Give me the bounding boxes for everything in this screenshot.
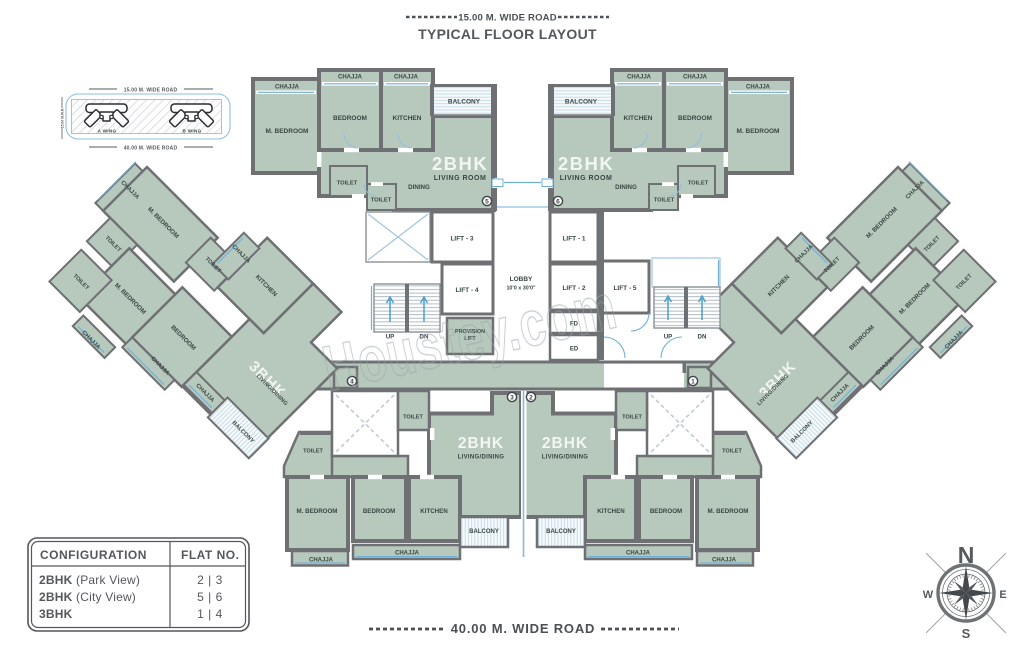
svg-text:CHAJJA: CHAJJA [746, 85, 771, 91]
svg-text:S: S [962, 626, 971, 641]
svg-text:CONFIGURATION: CONFIGURATION [40, 548, 147, 562]
svg-text:LIFT - 1: LIFT - 1 [562, 236, 585, 243]
svg-text:TOILET: TOILET [688, 181, 709, 187]
svg-text:KITCHEN: KITCHEN [393, 115, 422, 122]
svg-text:B WING: B WING [183, 129, 202, 134]
svg-text:TOILET: TOILET [654, 198, 675, 204]
svg-text:M. BEDROOM: M. BEDROOM [297, 508, 338, 515]
svg-text:DN: DN [698, 334, 707, 341]
svg-text:TOILET: TOILET [337, 181, 358, 187]
svg-text:LIFT - 5: LIFT - 5 [613, 285, 636, 292]
svg-text:CHAJJA: CHAJJA [683, 75, 708, 81]
svg-text:CHAJJA: CHAJJA [275, 85, 300, 91]
svg-text:BALCONY: BALCONY [565, 99, 598, 106]
svg-text:TOILET: TOILET [722, 449, 742, 455]
svg-text:CHAJJA: CHAJJA [712, 558, 737, 564]
svg-text:BEDROOM: BEDROOM [678, 115, 712, 122]
svg-text:3: 3 [510, 394, 514, 401]
svg-text:M. BEDROOM: M. BEDROOM [266, 128, 309, 135]
svg-text:M. BEDROOM: M. BEDROOM [737, 128, 780, 135]
svg-text:3BHK: 3BHK [39, 607, 73, 621]
svg-text:40.00 M. WIDE ROAD: 40.00 M. WIDE ROAD [451, 621, 595, 636]
svg-text:CHAJJA: CHAJJA [395, 551, 420, 557]
svg-text:15.00 M. WIDE ROAD: 15.00 M. WIDE ROAD [124, 88, 178, 94]
svg-text:TYPICAL FLOOR LAYOUT: TYPICAL FLOOR LAYOUT [418, 26, 597, 42]
svg-text:LIVING/DINING: LIVING/DINING [542, 455, 589, 461]
svg-text:LIFT - 4: LIFT - 4 [455, 287, 478, 294]
svg-text:LIFT - 2: LIFT - 2 [562, 285, 585, 292]
svg-text:TOILET: TOILET [622, 415, 642, 421]
svg-text:BEDROOM: BEDROOM [333, 115, 367, 122]
svg-text:BALCONY: BALCONY [469, 529, 499, 535]
svg-text:2BHK: 2BHK [458, 435, 504, 452]
svg-text:DN: DN [420, 334, 429, 341]
svg-text:TOILET: TOILET [303, 449, 323, 455]
svg-text:CHAJJA: CHAJJA [309, 558, 334, 564]
svg-text:LIVING/DINING: LIVING/DINING [458, 455, 505, 461]
svg-text:LIFT: LIFT [464, 336, 476, 342]
svg-text:15.00 M. WIDE ROAD: 15.00 M. WIDE ROAD [458, 13, 557, 24]
svg-text:40.00 M. WIDE ROAD: 40.00 M. WIDE ROAD [124, 146, 178, 152]
svg-text:CHAJJA: CHAJJA [626, 551, 651, 557]
svg-text:UP: UP [386, 334, 395, 341]
svg-text:BALCONY: BALCONY [546, 529, 576, 535]
svg-text:4: 4 [350, 378, 354, 385]
svg-text:FD: FD [570, 322, 579, 328]
svg-text:2BHK: 2BHK [542, 435, 588, 452]
svg-text:BALCONY: BALCONY [448, 99, 481, 106]
svg-text:2BHK (Park View): 2BHK (Park View) [39, 573, 140, 587]
svg-text:LIFT - 3: LIFT - 3 [450, 236, 473, 243]
svg-text:N: N [958, 542, 975, 568]
svg-text:TOILET: TOILET [371, 198, 392, 204]
svg-text:FLAT NO.: FLAT NO. [181, 548, 239, 562]
svg-text:10'0 x 30'0": 10'0 x 30'0" [506, 286, 536, 292]
svg-text:LIVING ROOM: LIVING ROOM [434, 175, 487, 182]
svg-text:KITCHEN: KITCHEN [597, 508, 625, 515]
svg-text:CHAJJA: CHAJJA [627, 75, 652, 81]
svg-text:1: 1 [691, 378, 695, 385]
svg-text:BEDROOM: BEDROOM [363, 508, 395, 515]
svg-text:UP: UP [664, 334, 673, 341]
svg-text:2: 2 [529, 394, 533, 401]
svg-text:2BHK (City View): 2BHK (City View) [39, 590, 136, 604]
svg-text:PROVISION: PROVISION [455, 329, 485, 335]
svg-text:KITCHEN: KITCHEN [624, 115, 653, 122]
svg-text:ED: ED [570, 347, 579, 353]
svg-text:TOILET: TOILET [403, 415, 423, 421]
svg-text:6: 6 [556, 198, 560, 205]
svg-text:2BHK: 2BHK [558, 153, 614, 174]
svg-text:5 | 6: 5 | 6 [197, 590, 223, 604]
svg-text:DINING: DINING [615, 184, 637, 191]
svg-text:CHAJJA: CHAJJA [338, 75, 363, 81]
svg-text:1 | 4: 1 | 4 [197, 607, 223, 621]
svg-text:2 | 3: 2 | 3 [197, 573, 223, 587]
svg-text:LIVING ROOM: LIVING ROOM [560, 175, 613, 182]
svg-text:E: E [999, 589, 1006, 601]
svg-text:5: 5 [485, 198, 489, 205]
svg-text:W: W [923, 589, 934, 601]
svg-text:CHAJJA: CHAJJA [394, 75, 419, 81]
svg-text:2BHK: 2BHK [432, 153, 488, 174]
svg-text:A WING: A WING [98, 129, 117, 134]
svg-text:BEDROOM: BEDROOM [650, 508, 682, 515]
svg-text:LOBBY: LOBBY [510, 276, 533, 283]
svg-text:M. BEDROOM: M. BEDROOM [708, 508, 749, 515]
svg-text:DINING: DINING [408, 184, 430, 191]
svg-text:KITCHEN: KITCHEN [420, 508, 448, 515]
svg-text:15.00 M.W.R.: 15.00 M.W.R. [61, 108, 65, 129]
